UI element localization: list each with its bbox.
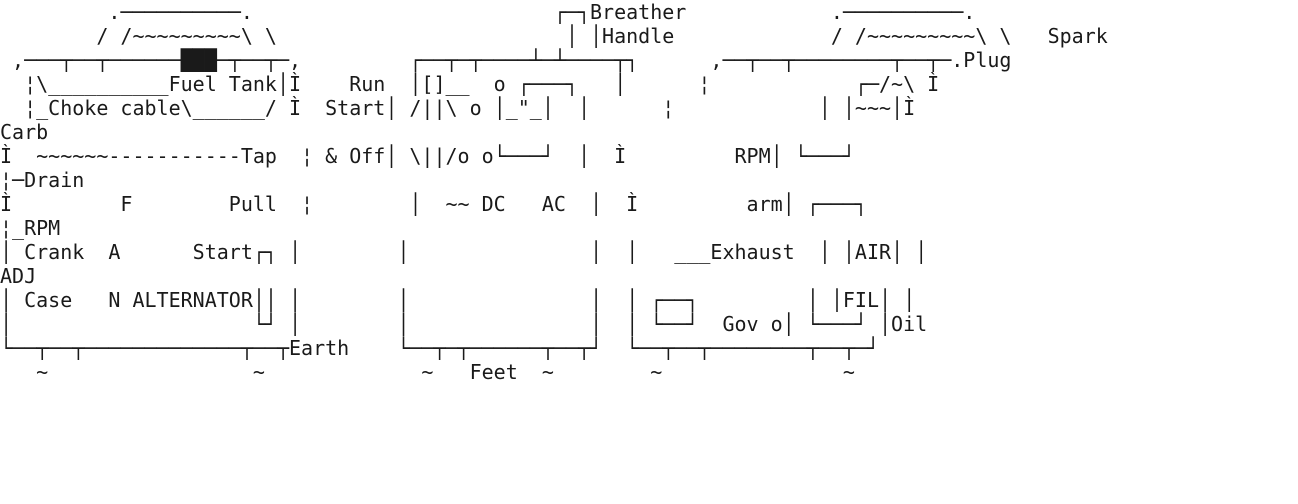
- diagram-line: ¦_Choke cable\______/ Ì Start│ /||\ o │_…: [0, 96, 916, 120]
- diagram-line: ~ ~ ~ Feet ~ ~ ~: [0, 360, 855, 384]
- diagram-line: / /~~~~~~~~~\ \ │ │Handle / /~~~~~~~~~\ …: [0, 24, 1108, 48]
- diagram-line: Ì F Pull ¦ │ ~~ DC AC │ Ì arm│ ┌───┐: [0, 192, 867, 216]
- diagram-line: └──┬──┬─────────────┬──┬Earth └──┬─┬────…: [0, 336, 879, 360]
- diagram-line: ¦\__________Fuel Tank│Ì Run │[]__ o ┌───…: [0, 72, 940, 96]
- diagram-line: │ Crank A Start┌┐ │ │ │ │ ___Exhaust │ │…: [0, 240, 928, 264]
- diagram-line: Ì ~~~~~~-----------Tap ¦ & Off│ \||/o o└…: [0, 144, 855, 168]
- diagram-line: │ └┘ │ │ │ │ └──┘ Gov o│ └───┘ │Oil: [0, 312, 928, 336]
- diagram-line: ¦_RPM: [0, 216, 61, 240]
- diagram-line: Carb: [0, 120, 49, 144]
- diagram-line: │ Case N ALTERNATOR││ │ │ │ │ ┌──┐ │ │FI…: [0, 288, 916, 312]
- diagram-line: ADJ: [0, 264, 37, 288]
- diagram-line: ,───┬──┬──────███─┬──┬─, ┌──┬─┬────┴─┴──…: [0, 48, 1012, 72]
- diagram-line: .──────────. ┌─┐Breather .──────────.: [0, 0, 976, 24]
- diagram-line: ¦─Drain: [0, 168, 85, 192]
